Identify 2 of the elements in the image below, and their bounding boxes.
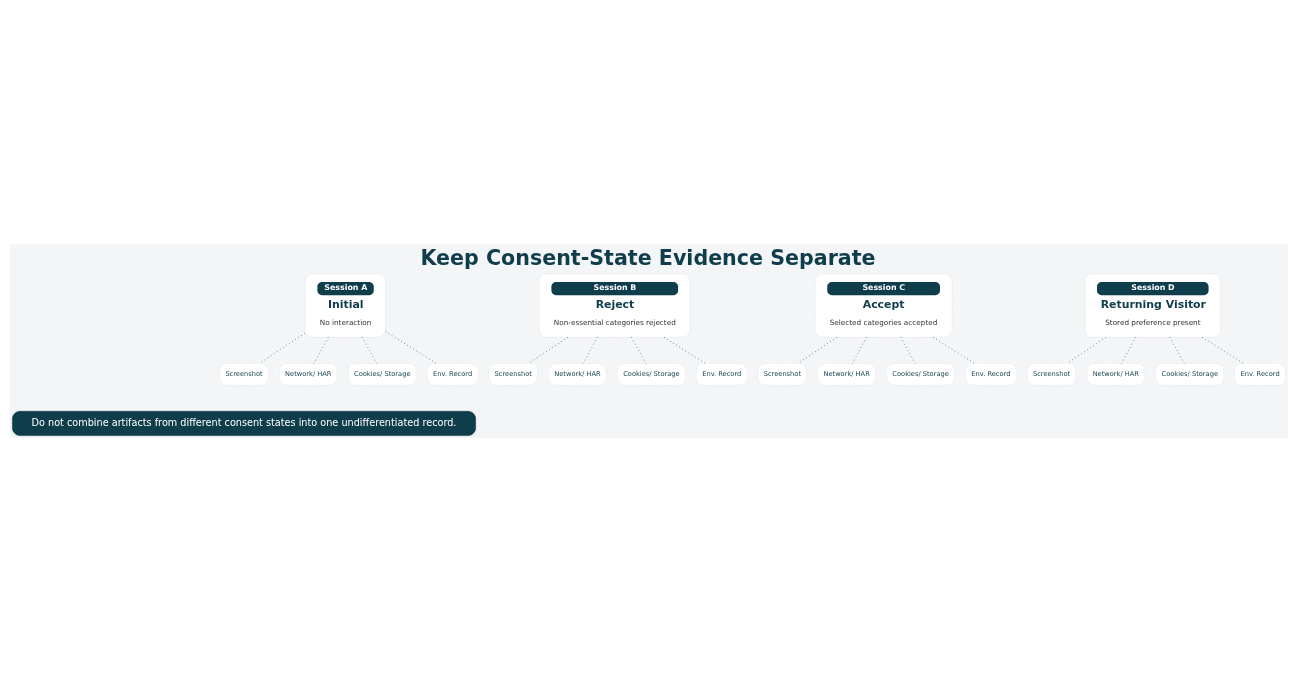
node-box: Do not combine artifacts from different consent states into one undifferentiated record. [12,411,476,436]
diagram-title: Keep Consent-State Evidence Separate [420,245,876,270]
